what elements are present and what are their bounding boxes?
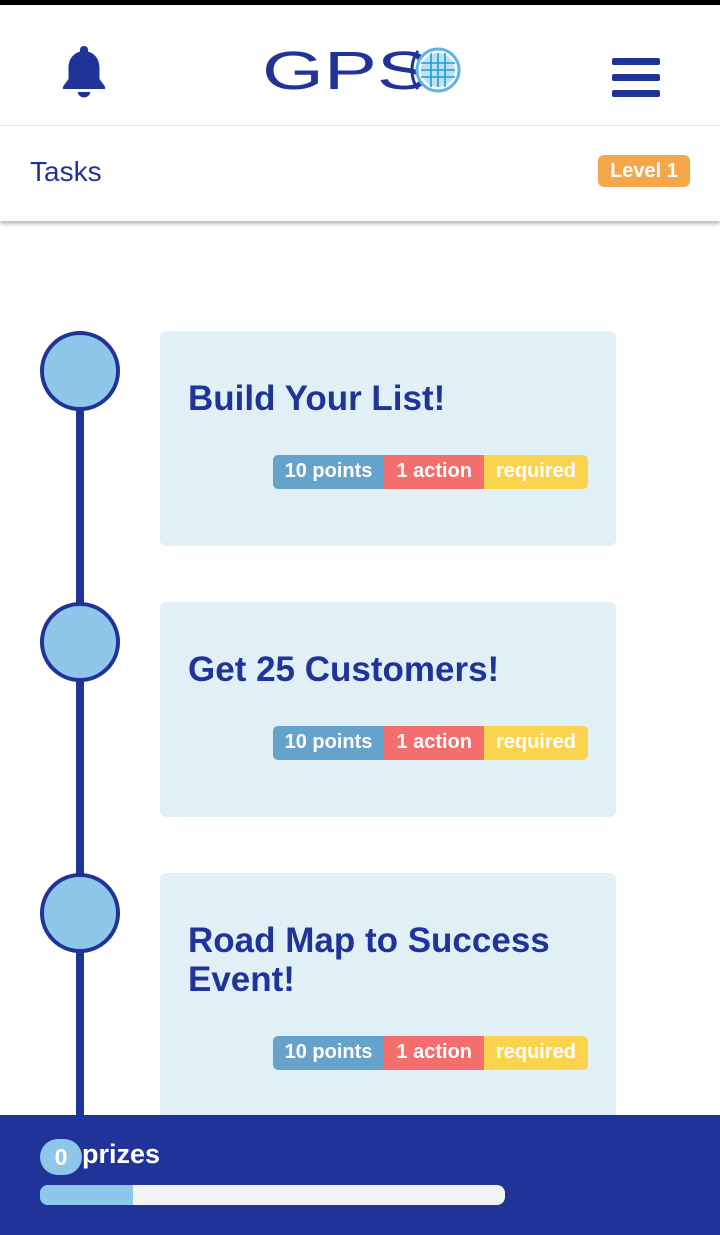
task-title: Road Map to Success Event! xyxy=(188,921,550,999)
timeline-node xyxy=(40,873,120,953)
timeline-node xyxy=(40,331,120,411)
prize-label: prizes xyxy=(82,1139,161,1169)
prizes-footer: 0 prizes xyxy=(0,1115,720,1235)
task-title: Build Your List! xyxy=(188,379,446,418)
task-badges: 10 points 1 action required xyxy=(272,1036,588,1070)
prize-count-badge: 0 xyxy=(40,1139,82,1175)
gps-logo[interactable]: GPS xyxy=(262,41,462,101)
timeline-node xyxy=(40,602,120,682)
points-badge: 10 points xyxy=(272,455,385,489)
required-badge: required xyxy=(483,726,588,760)
prizes-progress-bar xyxy=(40,1185,505,1205)
progress-fill xyxy=(40,1185,133,1205)
logo-text: GPS xyxy=(262,43,430,98)
required-badge: required xyxy=(483,455,588,489)
action-badge: 1 action xyxy=(384,455,484,489)
task-card-build-your-list[interactable]: Build Your List! 10 points 1 action requ… xyxy=(160,331,616,546)
menu-bar xyxy=(612,90,660,97)
required-badge: required xyxy=(483,1036,588,1070)
task-badges: 10 points 1 action required xyxy=(272,455,588,489)
points-badge: 10 points xyxy=(272,1036,385,1070)
points-badge: 10 points xyxy=(272,726,385,760)
action-badge: 1 action xyxy=(384,726,484,760)
action-badge: 1 action xyxy=(384,1036,484,1070)
menu-bar xyxy=(612,58,660,65)
task-title: Get 25 Customers! xyxy=(188,650,500,689)
task-badges: 10 points 1 action required xyxy=(272,726,588,760)
bell-icon[interactable] xyxy=(60,43,108,99)
menu-hamburger-icon[interactable] xyxy=(610,55,662,101)
timeline-line xyxy=(76,370,84,1130)
page-title: Tasks xyxy=(30,156,102,187)
task-card-get-25-customers[interactable]: Get 25 Customers! 10 points 1 action req… xyxy=(160,602,616,817)
level-badge: Level 1 xyxy=(598,155,690,187)
menu-bar xyxy=(612,74,660,81)
task-card-road-map-to-success-event[interactable]: Road Map to Success Event! 10 points 1 a… xyxy=(160,873,616,1135)
top-bar: GPS xyxy=(0,0,720,125)
tasks-header: Tasks Level 1 xyxy=(0,125,720,221)
